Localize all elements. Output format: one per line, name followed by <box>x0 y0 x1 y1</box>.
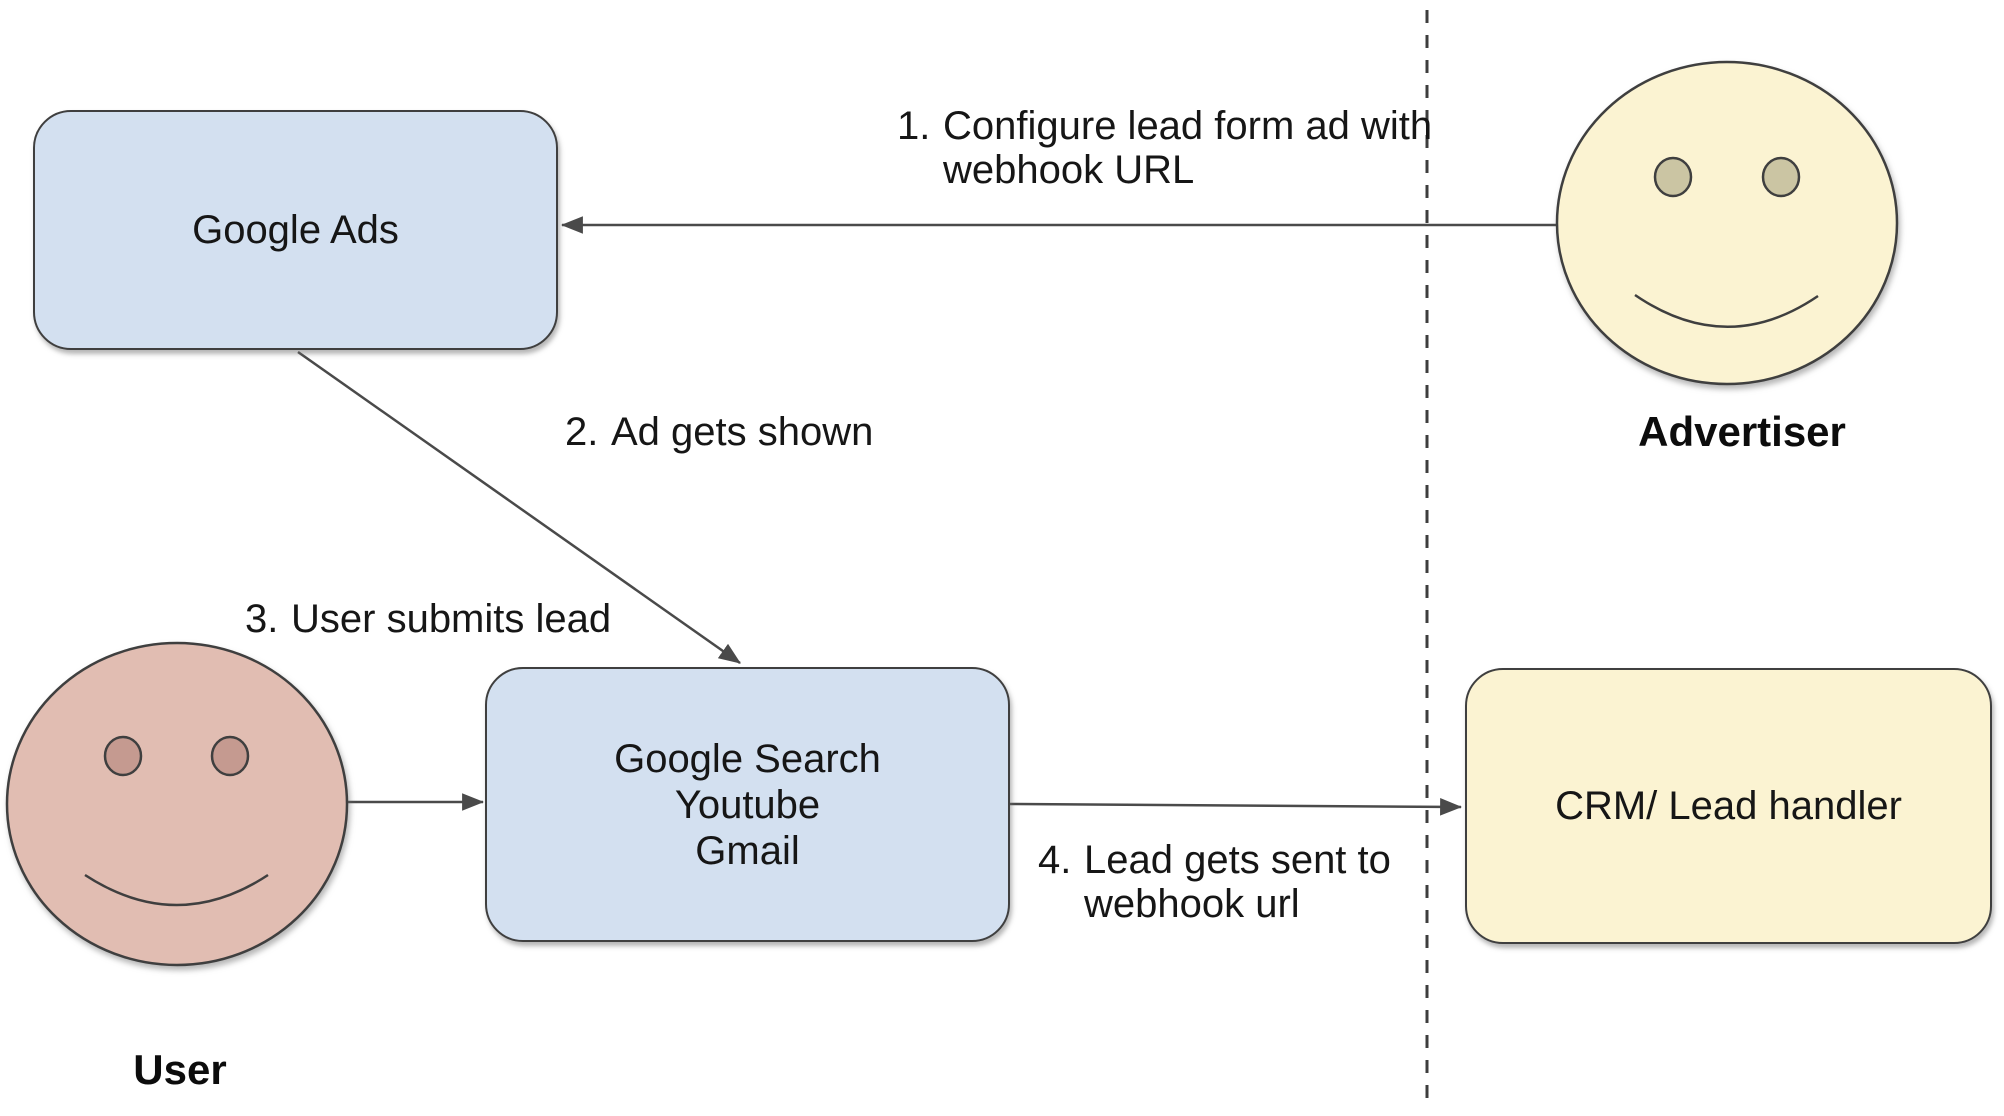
step2-line-1: Ad gets shown <box>611 410 874 454</box>
node-surfaces-line-3: Gmail <box>695 828 800 873</box>
node-surfaces-line-2: Youtube <box>674 782 821 827</box>
node-google-ads-label: Google Ads <box>192 208 399 252</box>
advertiser-left-eye <box>1653 156 1693 198</box>
user-smile <box>84 873 269 907</box>
user-right-eye <box>210 735 250 777</box>
step4-line-1: Lead gets sent to <box>1084 838 1391 882</box>
advertiser-face-icon <box>1555 60 1899 386</box>
step3-number: 3. <box>245 597 279 641</box>
user-left-eye <box>103 735 143 777</box>
step1-label: 1. Configure lead form ad with webhook U… <box>897 104 1432 192</box>
user-face-icon <box>5 641 349 967</box>
advertiser-caption: Advertiser <box>1638 408 1846 455</box>
node-crm-label: CRM/ Lead handler <box>1555 784 1902 828</box>
step2-number: 2. <box>565 410 599 454</box>
node-surfaces-line-1: Google Search <box>614 736 881 781</box>
advertiser-right-eye <box>1761 156 1801 198</box>
arrow-google-ads-to-surfaces <box>297 350 741 665</box>
arrow-surfaces-to-crm <box>1009 798 1463 816</box>
advertiser-smile <box>1634 293 1819 328</box>
step3-line-1: User submits lead <box>291 597 612 641</box>
step4-label: 4. Lead gets sent to webhook url <box>1038 838 1391 926</box>
step2-label: 2. Ad gets shown <box>565 410 873 454</box>
step4-number: 4. <box>1038 838 1072 882</box>
step1-line-1: Configure lead form ad with <box>943 104 1433 148</box>
step1-number: 1. <box>897 104 931 148</box>
node-google-surfaces: Google Search Youtube Gmail <box>485 667 1010 942</box>
node-crm-lead-handler: CRM/ Lead handler <box>1465 668 1992 944</box>
node-google-ads: Google Ads <box>33 110 558 350</box>
step3-label: 3. User submits lead <box>245 597 611 641</box>
step1-line-2: webhook URL <box>943 148 1195 192</box>
user-caption: User <box>133 1046 227 1093</box>
step4-line-2: webhook url <box>1084 882 1300 926</box>
